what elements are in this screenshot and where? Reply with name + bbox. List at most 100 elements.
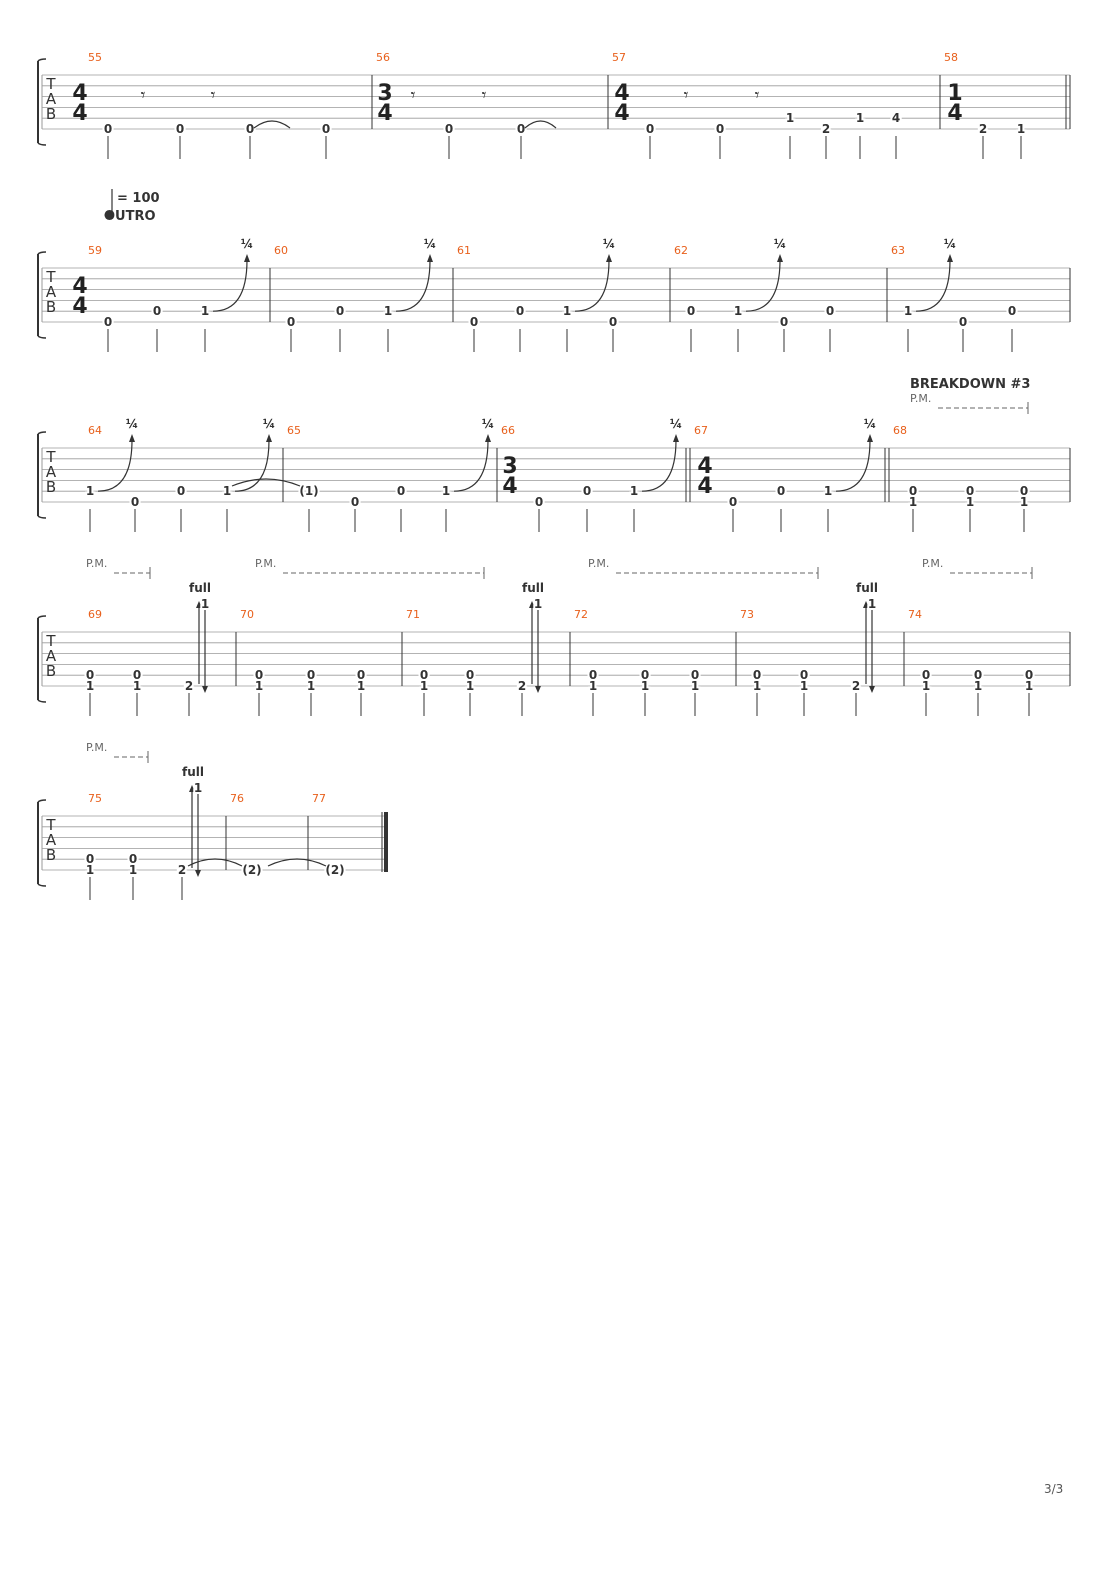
time-signature-top: 3: [502, 454, 517, 479]
fret-number: 0: [687, 304, 695, 318]
bend-arrow-up: [606, 254, 612, 262]
bend-amount: ¼: [774, 237, 786, 251]
measure-number: 65: [287, 424, 301, 437]
fret-number: 1: [201, 304, 209, 318]
fret-number: 0: [307, 668, 315, 682]
fret-number: 1: [589, 679, 597, 693]
fret-number: 0: [246, 122, 254, 136]
tempo-note-head: [104, 211, 114, 219]
measure-number: 60: [274, 244, 288, 257]
bend-curve: [97, 439, 133, 492]
tab-clef-letter: T: [45, 448, 56, 466]
fret-number: 0: [583, 484, 591, 498]
fret-number: 0: [826, 304, 834, 318]
fret-number: 1: [966, 495, 974, 509]
eighth-rest: 𝄾: [684, 85, 689, 106]
tab-clef-letter: B: [46, 478, 56, 496]
tab-clef-letter: T: [45, 268, 56, 286]
system-bracket-hook: [37, 431, 47, 435]
fret-number: 1: [734, 304, 742, 318]
time-signature-top: 4: [72, 81, 87, 106]
fret-number: 1: [641, 679, 649, 693]
time-signature-bottom: 4: [947, 101, 962, 126]
bend-amount: full: [856, 581, 878, 595]
bend-curve: [395, 259, 431, 312]
fret-number: 1: [904, 304, 912, 318]
fret-number: 1: [753, 679, 761, 693]
fret-number: 1: [1017, 122, 1025, 136]
fret-number: 1: [223, 484, 231, 498]
bend-target: 1: [194, 781, 202, 795]
measure-number: 68: [893, 424, 907, 437]
time-signature-bottom: 4: [502, 474, 517, 499]
measure-number: 76: [230, 792, 244, 805]
fret-number: (1): [299, 484, 318, 498]
bend-target: 1: [534, 597, 542, 611]
fret-number: 1: [420, 679, 428, 693]
fret-number: 0: [177, 484, 185, 498]
measure-number: 62: [674, 244, 688, 257]
time-signature-top: 4: [697, 454, 712, 479]
fret-number: 0: [351, 495, 359, 509]
fret-number: 0: [1008, 304, 1016, 318]
fret-number: 2: [852, 679, 860, 693]
fret-number: 0: [780, 315, 788, 329]
fret-number: 0: [909, 484, 917, 498]
tab-clef-letter: A: [46, 647, 57, 665]
fret-number: 1: [800, 679, 808, 693]
bend-amount: ¼: [241, 237, 253, 251]
tab-clef-letter: B: [46, 105, 56, 123]
measure-number: 72: [574, 608, 588, 621]
fret-number: 0: [641, 668, 649, 682]
bend-curve: [574, 259, 610, 312]
bend-amount: ¼: [944, 237, 956, 251]
fret-number: 0: [800, 668, 808, 682]
palm-mute-label: P.M.: [86, 741, 107, 754]
fret-number: 4: [892, 111, 900, 125]
fret-number: 0: [322, 122, 330, 136]
fret-number: 0: [445, 122, 453, 136]
tie-arc: [253, 120, 291, 129]
fret-number: 0: [753, 668, 761, 682]
fret-number: 1: [909, 495, 917, 509]
fret-number: 0: [153, 304, 161, 318]
bend-curve: [234, 439, 270, 492]
fret-number: 0: [104, 315, 112, 329]
release-arrow-down: [535, 686, 541, 693]
fret-number: 0: [517, 122, 525, 136]
tab-clef-letter: T: [45, 816, 56, 834]
measure-number: 64: [88, 424, 102, 437]
bend-amount: ¼: [126, 417, 138, 431]
bend-curve: [745, 259, 781, 312]
fret-number: 1: [255, 679, 263, 693]
fret-number: 0: [336, 304, 344, 318]
tab-clef-letter: A: [46, 463, 57, 481]
fret-number: 0: [129, 852, 137, 866]
bend-target: 1: [201, 597, 209, 611]
fret-number: 0: [1025, 668, 1033, 682]
time-signature-bottom: 4: [377, 101, 392, 126]
measure-number: 69: [88, 608, 102, 621]
fret-number: 2: [178, 863, 186, 877]
measure-number: 66: [501, 424, 515, 437]
bend-amount: full: [189, 581, 211, 595]
fret-number: 0: [516, 304, 524, 318]
bend-curve: [641, 439, 677, 492]
eighth-rest: 𝄾: [411, 85, 416, 106]
tab-clef-letter: B: [46, 662, 56, 680]
bend-arrow-up: [777, 254, 783, 262]
system-bracket-hook: [37, 699, 47, 703]
eighth-rest: 𝄾: [755, 85, 760, 106]
bend-arrow-up: [189, 785, 195, 792]
bend-amount: ¼: [263, 417, 275, 431]
fret-number: 1: [824, 484, 832, 498]
measure-number: 56: [376, 51, 390, 64]
system-bracket-hook: [37, 58, 47, 62]
tab-clef-letter: T: [45, 632, 56, 650]
bend-arrow-up: [427, 254, 433, 262]
system-bracket-hook: [37, 883, 47, 887]
fret-number: 0: [922, 668, 930, 682]
palm-mute-label: P.M.: [588, 557, 609, 570]
measure-number: 61: [457, 244, 471, 257]
bend-amount: ¼: [482, 417, 494, 431]
